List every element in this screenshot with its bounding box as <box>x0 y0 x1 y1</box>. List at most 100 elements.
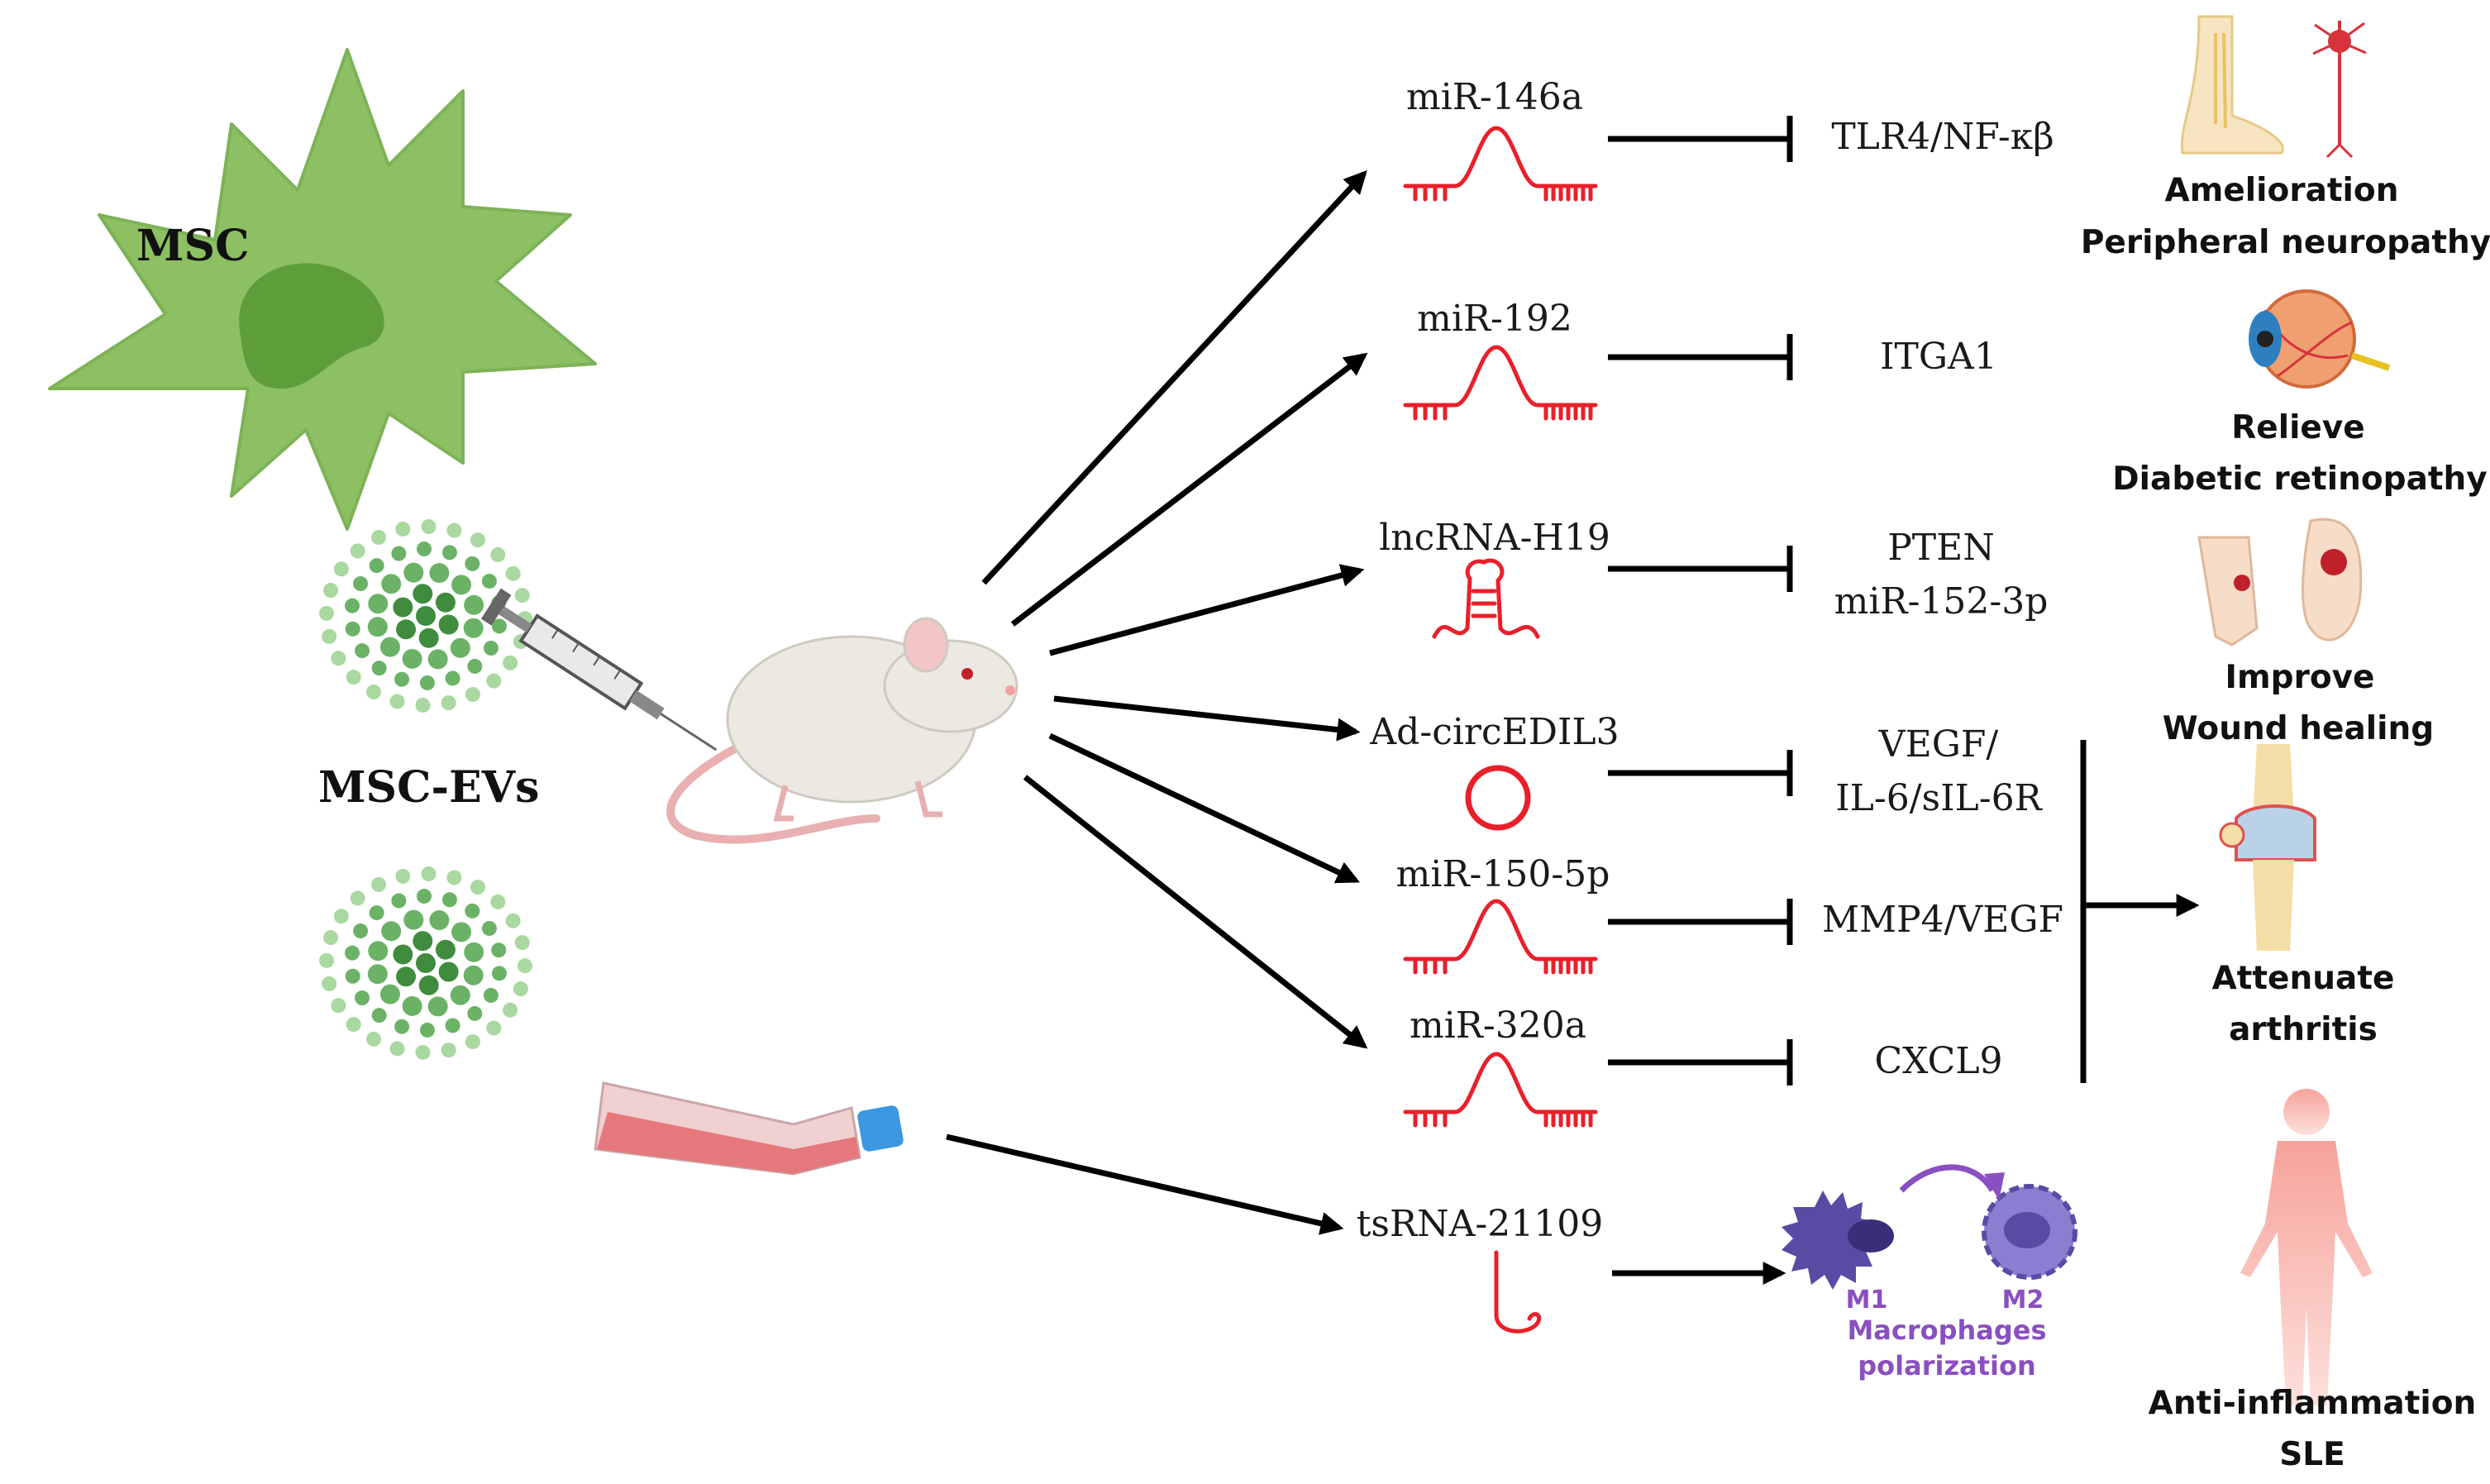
ev-dot <box>427 996 448 1017</box>
ev-dot <box>393 944 413 965</box>
ev-dot <box>323 930 339 946</box>
ev-dot <box>389 694 405 709</box>
outcome-label: Peripheral neuropathy <box>2081 224 2490 261</box>
ev-dot <box>393 597 413 618</box>
ev-dot <box>396 966 417 987</box>
ev-dot <box>402 648 422 669</box>
ev-dot <box>463 618 484 638</box>
ev-dot <box>464 942 484 962</box>
mirna-hairpin-icon <box>1403 126 1598 188</box>
ev-dot <box>367 964 388 985</box>
ev-dot <box>503 1002 518 1018</box>
neuropathy-icon <box>2180 15 2367 159</box>
ev-dot <box>355 990 370 1006</box>
ev-dot <box>419 1022 435 1038</box>
outcome-label: Amelioration <box>2165 172 2399 209</box>
ev-dot <box>490 546 506 562</box>
rna-label: lncRNA-H19 <box>1379 517 1610 559</box>
ev-dot <box>333 561 349 577</box>
human-body-icon <box>2240 1089 2373 1405</box>
ev-dot <box>394 1019 410 1034</box>
ev-dot <box>322 628 337 644</box>
ev-cluster-icon <box>319 866 532 1060</box>
ev-dot <box>365 1031 381 1047</box>
ev-dot <box>402 995 422 1016</box>
ev-dot <box>415 697 431 713</box>
wound-leg-icon <box>2197 518 2363 647</box>
circrna-icon <box>1465 765 1531 831</box>
ev-dot <box>419 675 435 690</box>
ev-dot <box>346 670 361 685</box>
ev-dot <box>395 521 411 537</box>
ev-dot <box>505 565 521 581</box>
ev-dot <box>486 1020 502 1036</box>
ev-dot <box>396 619 417 640</box>
target-label: IL-6/sIL-6R <box>1835 777 2043 819</box>
target-label: CXCL9 <box>1874 1040 2002 1082</box>
ev-dot <box>421 519 436 535</box>
ev-dot <box>418 975 439 995</box>
ev-dot <box>470 880 486 895</box>
rna-label: miR-150-5p <box>1396 853 1610 895</box>
ev-dot <box>429 910 450 931</box>
ev-dot <box>394 671 410 687</box>
ev-dot <box>319 605 335 621</box>
outcome-label: arthritis <box>2229 1011 2378 1048</box>
ev-dot <box>395 868 411 884</box>
arrow-to-mir146a <box>981 169 1367 585</box>
ev-dot <box>371 529 387 545</box>
mouse-icon <box>666 617 1018 844</box>
ev-dot <box>350 890 365 906</box>
culture-flask-icon <box>594 1081 904 1176</box>
ev-dot <box>503 655 518 670</box>
ev-dot <box>450 985 470 1005</box>
outcome-label: Attenuate <box>2212 960 2395 997</box>
ev-dot <box>413 931 433 952</box>
ev-dot <box>467 658 483 674</box>
polarization-arrow <box>1899 1164 1996 1193</box>
eye-icon <box>2249 289 2391 389</box>
ev-dot <box>441 1043 456 1058</box>
target-label: miR-152-3p <box>1834 580 2049 623</box>
ev-dot <box>467 1005 483 1021</box>
ev-dot <box>441 892 457 908</box>
arrow-to-mir192 <box>1010 352 1368 627</box>
ev-dot <box>438 961 459 982</box>
arrow-to-lncrna-h19 <box>1049 564 1365 656</box>
ev-dot <box>491 942 507 958</box>
outcome-label: Wound healing <box>2163 710 2434 747</box>
ev-dot <box>369 905 384 921</box>
ev-dot <box>403 909 424 930</box>
ev-cluster-icon <box>319 519 532 713</box>
ev-dot <box>491 966 507 981</box>
rna-label: miR-320a <box>1410 1004 1586 1047</box>
ev-dot <box>514 588 530 604</box>
ev-dot <box>465 556 480 571</box>
ev-dot <box>333 909 349 924</box>
ev-dot <box>451 575 472 595</box>
ev-dot <box>445 670 460 686</box>
m1-label: M1 <box>1846 1286 1888 1315</box>
ev-dot <box>441 695 456 711</box>
ev-dot <box>465 1034 480 1050</box>
ev-dot <box>371 876 387 892</box>
ev-dot <box>319 952 335 968</box>
ev-dot <box>369 558 384 574</box>
inhibition-lines <box>1608 116 1793 1086</box>
rna-label: miR-146a <box>1406 76 1583 118</box>
ev-dot <box>381 574 402 594</box>
mirna-hairpin-icon <box>1403 345 1598 408</box>
ev-dot <box>403 562 424 583</box>
ev-dot <box>435 939 456 960</box>
ev-dot <box>389 1041 405 1057</box>
ev-dot <box>446 870 462 885</box>
ev-dot <box>481 573 497 589</box>
m2-label: M2 <box>2002 1286 2044 1315</box>
ev-dot <box>379 984 400 1004</box>
target-label: TLR4/NF-κβ <box>1831 116 2054 158</box>
ev-dot <box>490 894 506 909</box>
rna-label: miR-192 <box>1417 298 1572 340</box>
ev-dot <box>435 592 456 613</box>
ev-dot <box>464 594 484 615</box>
ev-dot <box>355 643 370 659</box>
